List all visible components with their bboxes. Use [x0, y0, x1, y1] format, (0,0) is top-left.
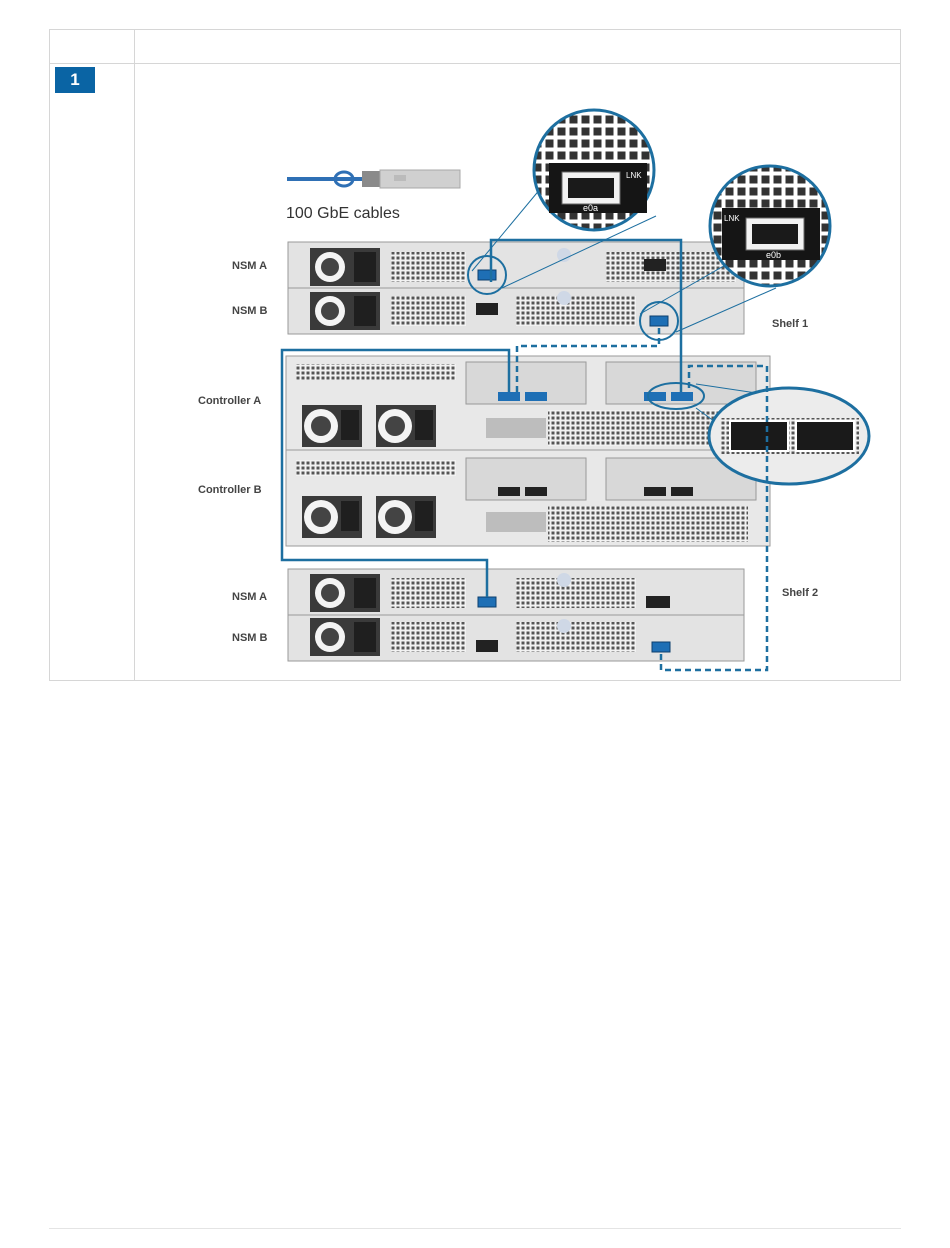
column-divider: [134, 30, 135, 680]
instruction-table: 1 100 GbE cables: [49, 29, 901, 681]
shelf1-nsm-a-port-e0a: [478, 270, 496, 280]
label-shelf1-nsm-a: NSM A: [232, 260, 267, 272]
callout-port-label-e0a: e0a: [583, 203, 598, 213]
label-shelf1-nsm-b: NSM B: [232, 305, 268, 317]
shelf1-psu-a: [310, 248, 380, 286]
label-shelf2-nsm-a: NSM A: [232, 591, 267, 603]
shelf-1: [288, 242, 744, 340]
sfp-cable-icon: [287, 170, 460, 188]
shelf1-nsm-b-port-e0b: [650, 316, 668, 326]
callout-lnk-label-left: LNK: [626, 171, 642, 180]
shelf2-nsm-a-port-e0a: [478, 597, 496, 607]
shelf1-psu-b: [310, 292, 380, 330]
table-header-row: [50, 30, 900, 64]
label-controller-b: Controller B: [198, 484, 262, 496]
label-shelf-1: Shelf 1: [772, 318, 808, 330]
label-controller-a: Controller A: [198, 395, 261, 407]
shelf2-nsm-b-port-e0b: [652, 642, 670, 652]
page-footer-rule: [49, 1228, 901, 1229]
label-shelf-2: Shelf 2: [782, 587, 818, 599]
label-shelf2-nsm-b: NSM B: [232, 632, 268, 644]
step-number-badge: 1: [55, 67, 95, 93]
shelf-2: [288, 569, 744, 661]
cable-type-label: 100 GbE cables: [286, 205, 400, 222]
callout-lnk-label-right: LNK: [724, 214, 740, 223]
cabling-diagram: 100 GbE cables: [136, 66, 900, 678]
callout-port-label-e0b: e0b: [766, 250, 781, 260]
